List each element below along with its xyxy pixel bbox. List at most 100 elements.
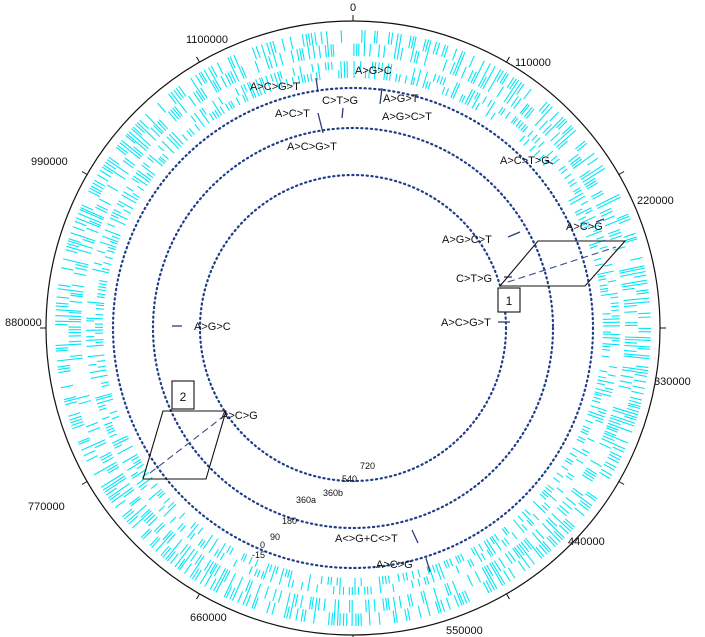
gene-mark xyxy=(542,123,552,134)
gene-mark xyxy=(272,588,277,602)
gene-mark xyxy=(623,232,636,238)
gene-mark xyxy=(613,406,639,416)
gene-mark xyxy=(97,404,106,408)
gene-mark xyxy=(593,257,602,261)
gene-mark xyxy=(451,48,458,61)
gene-mark xyxy=(208,67,222,91)
position-tick xyxy=(81,481,88,485)
gene-mark xyxy=(195,74,203,86)
gene-mark xyxy=(612,446,625,453)
gene-mark xyxy=(584,469,596,477)
gene-mark xyxy=(506,76,515,88)
gene-mark xyxy=(470,71,477,84)
gene-mark xyxy=(233,559,238,568)
gene-mark xyxy=(133,175,148,187)
gene-mark xyxy=(240,85,249,102)
gene-mark xyxy=(320,31,323,45)
gene-mark xyxy=(55,347,69,350)
gene-mark xyxy=(487,99,493,107)
gene-mark xyxy=(367,599,371,626)
gene-mark xyxy=(109,217,126,226)
gene-mark xyxy=(475,102,480,111)
gene-mark xyxy=(195,90,204,102)
gene-mark xyxy=(569,181,577,187)
gene-mark xyxy=(324,62,327,71)
gene-mark xyxy=(503,79,520,103)
gene-mark xyxy=(581,474,593,482)
gene-mark xyxy=(572,152,595,169)
gene-mark xyxy=(330,61,333,70)
gene-mark xyxy=(624,236,637,242)
gene-mark xyxy=(330,44,333,57)
gene-mark xyxy=(452,83,461,100)
gene-mark xyxy=(269,565,277,583)
gene-mark xyxy=(485,580,493,592)
gene-mark xyxy=(509,78,517,90)
gene-mark xyxy=(260,571,265,579)
gene-mark xyxy=(65,249,78,254)
gene-mark xyxy=(570,156,581,165)
gene-mark xyxy=(474,570,482,583)
gene-mark xyxy=(585,230,602,238)
gene-mark xyxy=(450,82,459,99)
gene-mark xyxy=(102,475,126,491)
gene-mark xyxy=(193,112,205,128)
gene-mark xyxy=(580,430,589,436)
gene-mark xyxy=(131,128,152,147)
gene-mark xyxy=(336,599,340,626)
gene-mark xyxy=(200,540,206,548)
gene-mark xyxy=(452,50,464,76)
gene-mark xyxy=(245,594,252,607)
gene-mark xyxy=(503,526,510,534)
gene-mark xyxy=(271,602,276,615)
gene-mark xyxy=(538,101,548,112)
gene-mark xyxy=(467,69,474,82)
gene-mark xyxy=(565,496,576,506)
gene-mark xyxy=(168,93,177,105)
gene-mark xyxy=(422,71,429,89)
gene-mark xyxy=(363,30,366,57)
gene-mark xyxy=(73,272,87,277)
gene-mark xyxy=(270,73,274,82)
gene-mark xyxy=(277,590,283,603)
gene-mark xyxy=(587,437,595,443)
gene-mark xyxy=(422,38,427,52)
gene-mark xyxy=(480,552,486,561)
gene-mark xyxy=(624,341,638,344)
gene-mark xyxy=(95,206,107,214)
gene-mark xyxy=(136,463,144,470)
gene-mark xyxy=(600,468,613,476)
gene-mark xyxy=(190,115,197,123)
gene-mark xyxy=(158,119,169,130)
gene-mark xyxy=(573,187,581,193)
gene-mark xyxy=(529,145,536,152)
gene-mark xyxy=(87,354,105,358)
callout-box xyxy=(497,287,521,313)
gene-mark xyxy=(167,111,177,122)
gene-mark xyxy=(92,268,110,274)
gene-mark xyxy=(308,596,312,610)
gene-mark xyxy=(474,91,479,100)
gene-mark xyxy=(145,113,164,134)
gene-mark xyxy=(598,375,607,379)
gene-mark xyxy=(187,523,199,538)
gene-mark xyxy=(253,568,259,577)
gene-mark xyxy=(612,409,638,419)
gene-mark xyxy=(625,238,638,244)
gene-mark xyxy=(295,608,299,621)
gene-mark xyxy=(240,553,246,561)
gene-mark xyxy=(599,284,608,287)
gene-mark xyxy=(504,111,511,119)
position-label: 660000 xyxy=(190,612,227,624)
gene-mark xyxy=(178,85,187,97)
gene-mark xyxy=(146,172,154,179)
gene-mark xyxy=(339,613,341,626)
gene-mark xyxy=(633,274,647,278)
gene-mark xyxy=(598,278,607,281)
gene-mark xyxy=(568,153,579,163)
gene-mark xyxy=(504,553,513,565)
dotted-rings xyxy=(111,86,595,570)
gene-mark xyxy=(121,194,137,204)
gene-mark xyxy=(424,39,430,52)
gene-mark xyxy=(145,514,156,524)
